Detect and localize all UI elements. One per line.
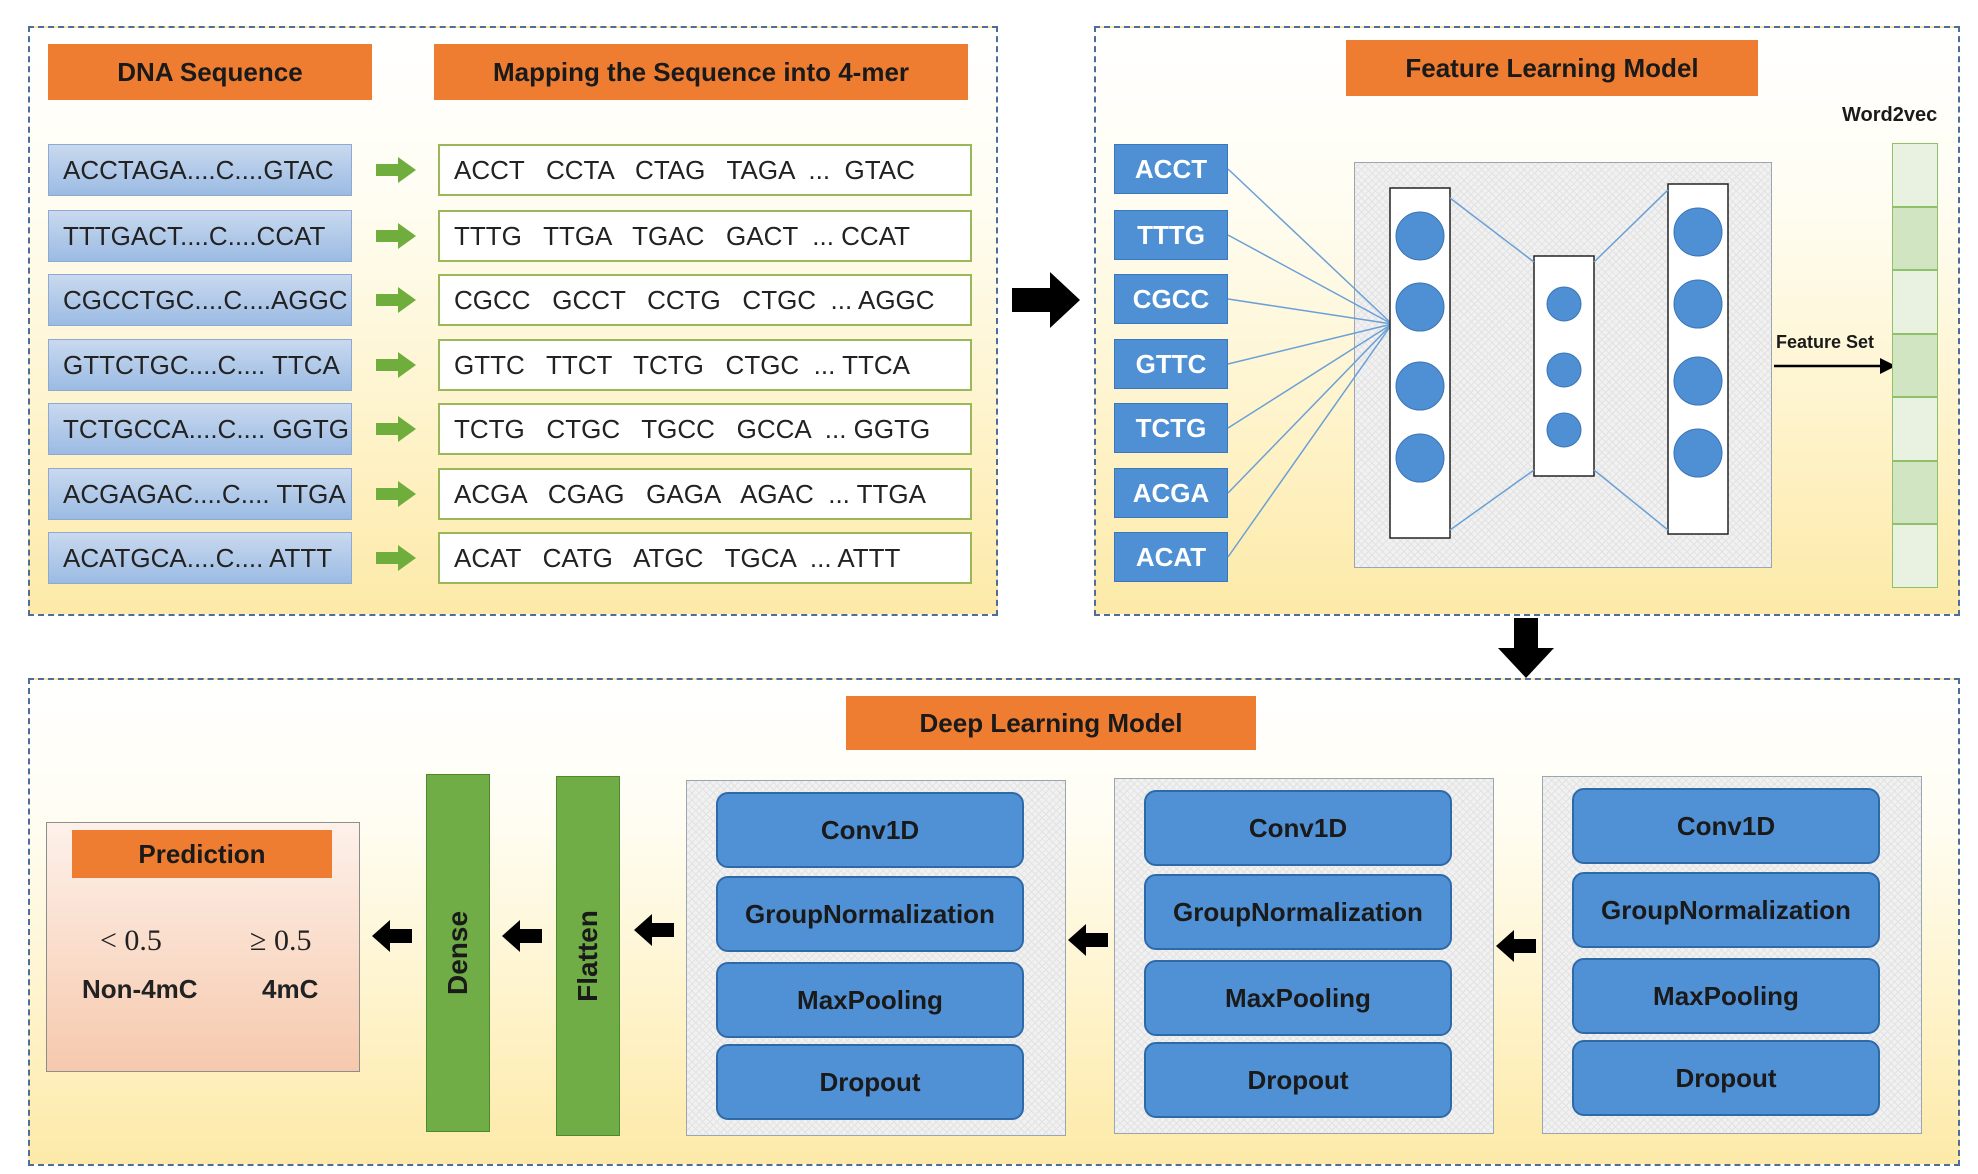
layer-groupnormalization: GroupNormalization <box>1572 872 1880 948</box>
dna-sequence-title: DNA Sequence <box>48 44 372 100</box>
kmer-row: ACAT CATG ATGC TGCA ... ATTT <box>438 532 972 584</box>
connection-line <box>1227 234 1393 325</box>
layer-groupnormalization: GroupNormalization <box>1144 874 1452 950</box>
connection-line <box>1227 323 1393 558</box>
prediction-title: Prediction <box>72 830 332 878</box>
dna-sequence-item: ACCTAGA....C....GTAC <box>48 144 352 196</box>
arrow-left-icon <box>634 914 674 946</box>
arrow-down-icon <box>1498 618 1554 678</box>
layer-maxpooling: MaxPooling <box>716 962 1024 1038</box>
layer-conv1d: Conv1D <box>716 792 1024 868</box>
neuron-node <box>1546 352 1582 388</box>
dna-sequence-item: ACATGCA....C.... ATTT <box>48 532 352 584</box>
layer-dropout: Dropout <box>716 1044 1024 1120</box>
neuron-node <box>1673 428 1723 478</box>
connection-line <box>1227 298 1393 325</box>
connection-line <box>1227 323 1393 429</box>
kmer-row: ACGA CGAG GAGA AGAC ... TTGA <box>438 468 972 520</box>
arrow-right-icon <box>376 545 416 571</box>
dna-sequence-item: ACGAGAC....C.... TTGA <box>48 468 352 520</box>
vector-cell <box>1892 270 1938 334</box>
neuron-node <box>1395 282 1445 332</box>
dna-sequence-item: TCTGCCA....C.... GGTG <box>48 403 352 455</box>
arrow-head-icon <box>1880 358 1896 374</box>
arrow-right-icon <box>1012 272 1080 328</box>
layer-dropout: Dropout <box>1572 1040 1880 1116</box>
arrow-left-icon <box>1496 930 1536 962</box>
neuron-node <box>1395 433 1445 483</box>
arrow-right-icon <box>376 157 416 183</box>
arrow-left-icon <box>372 920 412 952</box>
dna-sequence-item: TTTGACT....C....CCAT <box>48 210 352 262</box>
flatten-label: Flatten <box>572 910 603 1002</box>
dna-sequence-item: CGCCTGC....C....AGGC <box>48 274 352 326</box>
vector-cell <box>1892 333 1938 397</box>
feature-set-label: Feature Set <box>1776 332 1875 352</box>
layer-groupnormalization: GroupNormalization <box>716 876 1024 952</box>
mapping-title: Mapping the Sequence into 4-mer <box>434 44 968 100</box>
arrow-right-icon <box>376 287 416 313</box>
neuron-node <box>1673 207 1723 257</box>
connection-line <box>1227 323 1393 494</box>
kmer-token: CGCC <box>1114 274 1228 324</box>
arrow-right-icon <box>376 223 416 249</box>
kmer-row: TCTG CTGC TGCC GCCA ... GGTG <box>438 403 972 455</box>
arrow-right-icon <box>376 481 416 507</box>
vector-cell <box>1892 143 1938 207</box>
kmer-token: ACGA <box>1114 468 1228 518</box>
word2vec-label: Word2vec <box>1842 104 1938 126</box>
layer-dropout: Dropout <box>1144 1042 1452 1118</box>
kmer-row: GTTC TTCT TCTG CTGC ... TTCA <box>438 339 972 391</box>
kmer-row: CGCC GCCT CCTG CTGC ... AGGC <box>438 274 972 326</box>
vector-cell <box>1892 460 1938 524</box>
neuron-node <box>1395 211 1445 261</box>
arrow-left-icon <box>1068 924 1108 956</box>
connection-line <box>1227 168 1393 325</box>
neuron-node <box>1673 279 1723 329</box>
arrow-right-icon <box>376 352 416 378</box>
arrow-right-icon <box>376 416 416 442</box>
connection-line <box>1449 197 1535 263</box>
arrow-left-icon <box>502 920 542 952</box>
neuron-node <box>1673 356 1723 406</box>
layer-maxpooling: MaxPooling <box>1144 960 1452 1036</box>
dense-label: Dense <box>442 910 474 996</box>
low-threshold: < 0.5 <box>100 924 162 957</box>
kmer-row: TTTG TTGA TGAC GACT ... CCAT <box>438 210 972 262</box>
vector-cell <box>1892 206 1938 270</box>
vector-cell <box>1892 397 1938 461</box>
connection-line <box>1593 469 1669 531</box>
kmer-row: ACCT CCTA CTAG TAGA ... GTAC <box>438 144 972 196</box>
kmer-token: GTTC <box>1114 339 1228 389</box>
connection-line <box>1449 469 1535 531</box>
connection-line <box>1593 189 1669 263</box>
feature-learning-title: Feature Learning Model <box>1346 40 1758 96</box>
connection-line <box>1227 323 1393 365</box>
dense-layer: Dense <box>426 774 490 1132</box>
low-class: Non-4mC <box>82 974 198 1004</box>
layer-maxpooling: MaxPooling <box>1572 958 1880 1034</box>
high-threshold: ≥ 0.5 <box>250 924 312 957</box>
kmer-token: ACAT <box>1114 532 1228 582</box>
neuron-node <box>1546 286 1582 322</box>
deep-learning-title: Deep Learning Model <box>846 696 1256 750</box>
flatten-layer: Flatten <box>556 776 620 1136</box>
kmer-token: ACCT <box>1114 144 1228 194</box>
high-class: 4mC <box>262 974 319 1004</box>
neuron-node <box>1395 361 1445 411</box>
neuron-node <box>1546 412 1582 448</box>
layer-conv1d: Conv1D <box>1572 788 1880 864</box>
vector-cell <box>1892 524 1938 588</box>
kmer-token: TCTG <box>1114 403 1228 453</box>
dna-sequence-item: GTTCTGC....C.... TTCA <box>48 339 352 391</box>
layer-conv1d: Conv1D <box>1144 790 1452 866</box>
kmer-token: TTTG <box>1114 210 1228 260</box>
